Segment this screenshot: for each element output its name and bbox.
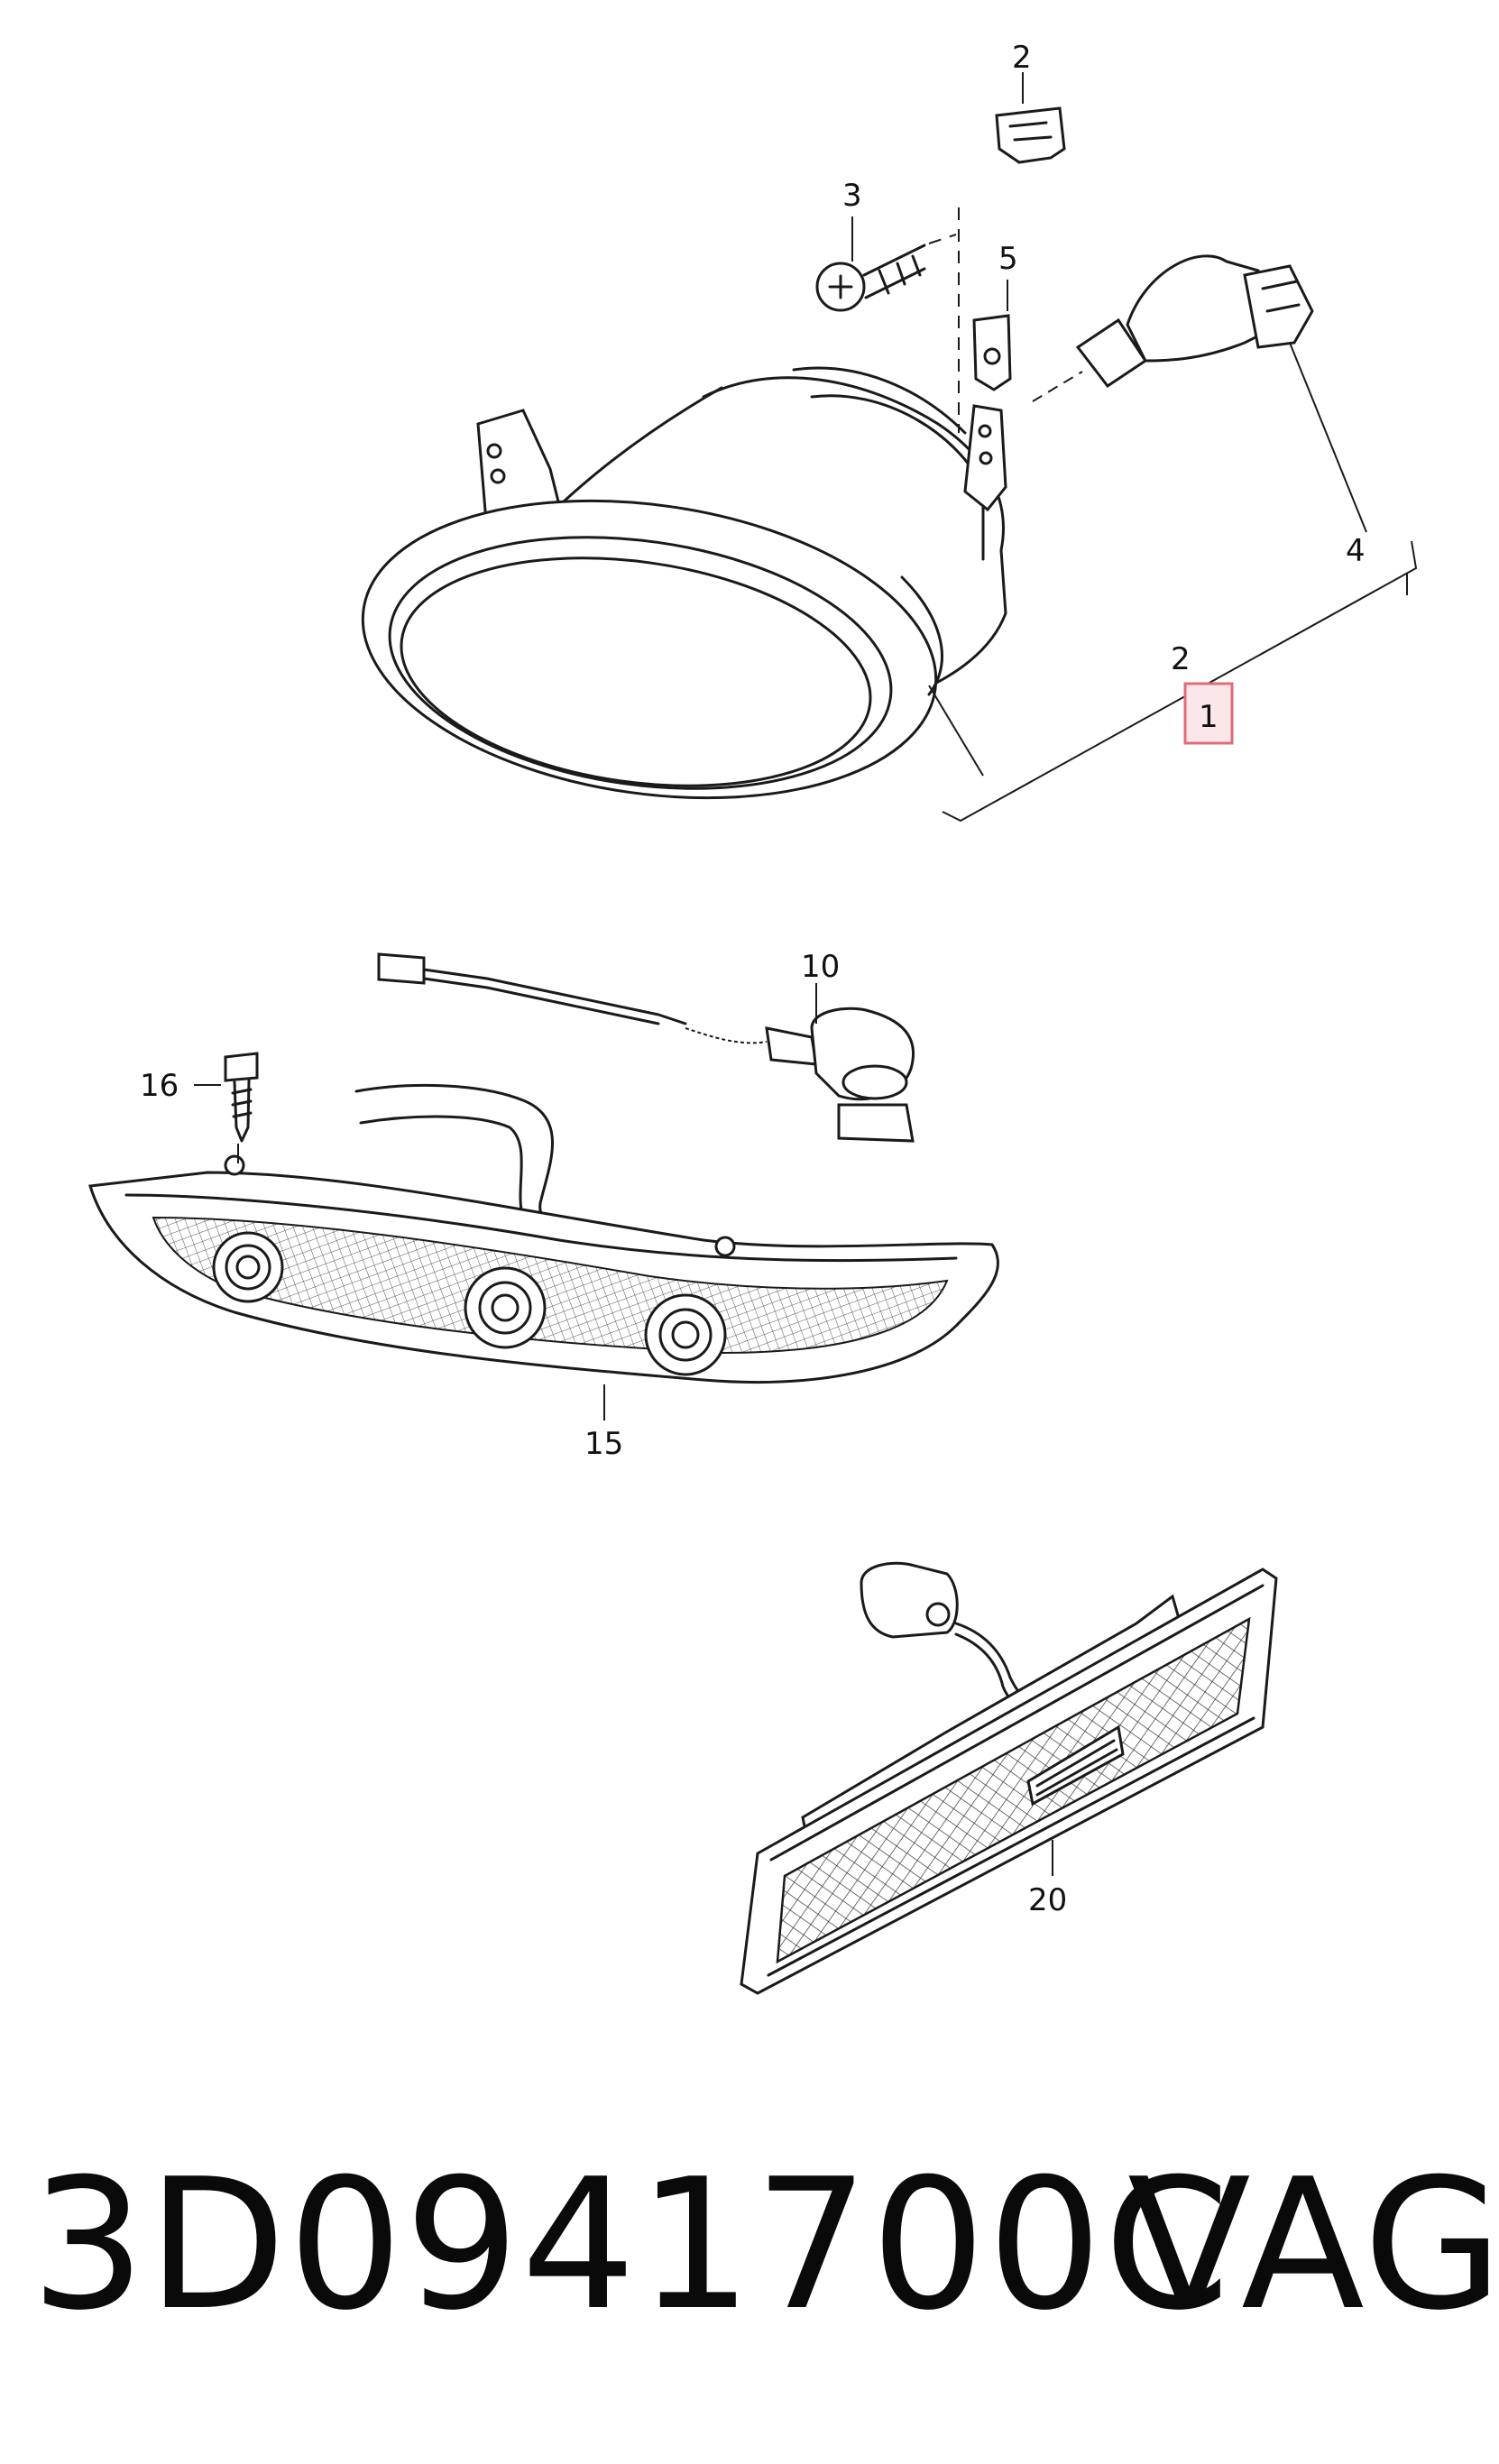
bracket-line-1 [942,540,1418,823]
label-part-15: 15 [584,1426,623,1462]
screw-part-16 [194,1052,259,1163]
brand-caption: VAG [1127,2140,1499,2350]
fog-lamp-housing [361,366,1007,800]
highlight-box-part-1 [1183,682,1234,745]
bulb-part-4 [1032,254,1367,533]
label-part-16: 16 [140,1068,179,1104]
label-part-3: 3 [842,178,862,214]
screw-part-3 [815,207,960,433]
label-part-4: 4 [1346,533,1366,569]
label-part-2-top: 2 [1012,40,1032,76]
label-part-10: 10 [801,949,840,985]
side-marker-lamp [740,1561,1278,1995]
clip-part-2 [995,72,1066,164]
clip-nut-part-5 [972,280,1012,391]
label-part-1: 1 [1199,699,1219,735]
part-labels: 1 2 2 3 4 5 10 15 16 20 [140,40,1366,1918]
reflector-circles [212,1231,727,1376]
part-number-caption: 3D0941700C [31,2140,1232,2350]
label-part-2-right: 2 [1171,641,1191,677]
label-part-5: 5 [998,241,1018,277]
label-part-20: 20 [1028,1882,1067,1918]
turn-signal-lamp [88,952,999,1420]
